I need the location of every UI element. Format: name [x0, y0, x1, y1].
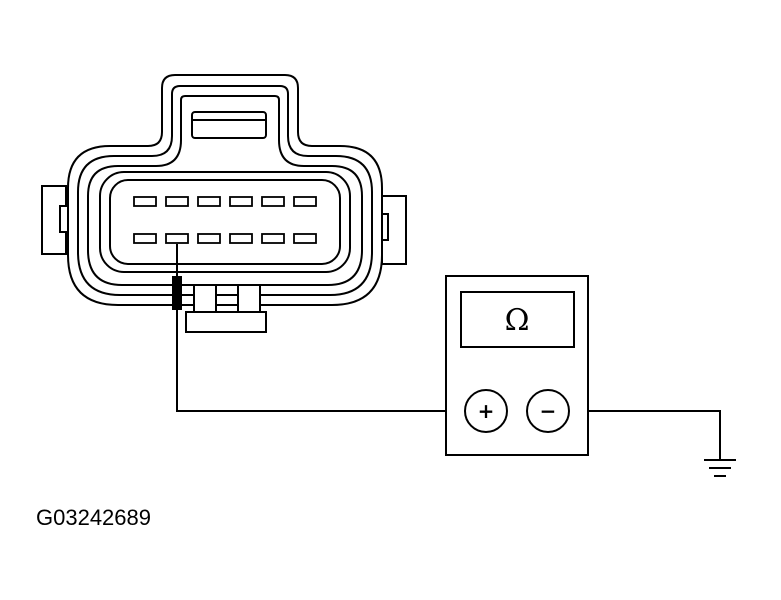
terminal-bottom-1 — [133, 233, 157, 244]
negative-lead-wire — [570, 410, 721, 460]
figure-id-label: G03242689 — [36, 505, 151, 530]
terminal-bottom-3 — [197, 233, 221, 244]
connector-shell-outline-2 — [77, 85, 373, 296]
ground-symbol-icon — [704, 459, 736, 477]
positive-terminal — [464, 389, 508, 433]
terminal-top-4 — [229, 196, 253, 207]
terminal-top-1 — [133, 196, 157, 207]
plus-symbol: + — [478, 399, 495, 423]
terminal-top-6 — [293, 196, 317, 207]
test-leads — [176, 310, 721, 460]
terminal-top-5 — [261, 196, 285, 207]
connector-cavity-inner — [109, 179, 341, 265]
probe-body — [172, 276, 182, 310]
terminal-bottom-6 — [293, 233, 317, 244]
connector-lower-lock-1 — [193, 284, 217, 316]
connector-latch — [191, 111, 267, 139]
electrical-connector-icon — [41, 74, 407, 333]
connector-lower-lock-2 — [237, 284, 261, 316]
terminal-bottom-2 — [165, 233, 189, 244]
terminal-top-3 — [197, 196, 221, 207]
minus-symbol: − — [540, 399, 557, 423]
terminal-bottom-5 — [261, 233, 285, 244]
negative-terminal — [526, 389, 570, 433]
ohmmeter: Ω + − — [445, 275, 589, 456]
positive-lead-wire — [176, 310, 464, 412]
ohm-symbol: Ω — [505, 303, 530, 338]
terminal-bottom-4 — [229, 233, 253, 244]
test-probe-icon — [172, 244, 182, 310]
connector-terminals — [133, 196, 317, 244]
connector-lower-key — [185, 311, 267, 333]
ohmmeter-display — [460, 291, 575, 348]
terminal-top-2 — [165, 196, 189, 207]
connector-shell-outline-3 — [87, 95, 363, 286]
connector-cavity-outer — [99, 171, 351, 273]
